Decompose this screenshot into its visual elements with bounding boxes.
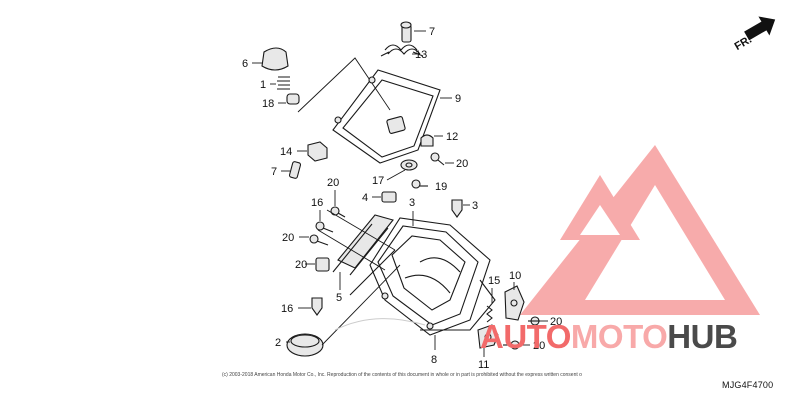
callout-14: 14 [280, 146, 292, 158]
part-screw-20b [330, 206, 346, 218]
callout-1: 1 [260, 79, 266, 91]
part-clip-16b [311, 297, 323, 316]
callout-20e: 20 [550, 316, 562, 328]
diagram-code: MJG4F4700 [722, 380, 774, 390]
callout-9: 9 [455, 93, 461, 105]
callout-20f: 20 [533, 340, 545, 352]
watermark-part-auto: AUTO [480, 318, 571, 355]
part-bracket-12 [420, 134, 434, 147]
callout-20d: 20 [282, 232, 294, 244]
callout-15: 15 [488, 275, 500, 287]
callout-10: 10 [509, 270, 521, 282]
part-collar-18 [286, 93, 300, 105]
callout-16a: 3 [472, 200, 478, 212]
part-front-box [369, 217, 491, 336]
part-screw-20c [315, 221, 334, 233]
callout-16b: 16 [281, 303, 293, 315]
watermark-brand-outline-icon [334, 318, 426, 331]
part-inner-cover [349, 249, 496, 331]
callout-19: 19 [435, 181, 447, 193]
callout-18: 18 [262, 98, 274, 110]
callout-2: 2 [275, 337, 281, 349]
watermark-logo-icon [520, 145, 760, 315]
callout-20a: 20 [456, 158, 468, 170]
part-washer-17 [400, 159, 418, 171]
part-rubber-4b [315, 257, 330, 272]
part-screw-19 [411, 179, 428, 189]
part-collar-14 [307, 141, 328, 162]
callout-7a: 7 [429, 26, 435, 38]
copyright-notice: (c) 2003-2018 American Honda Motor Co., … [222, 372, 582, 378]
part-screw-20f [503, 340, 520, 350]
callout-3-text: 3 [409, 197, 416, 209]
callout-20b: 20 [327, 177, 339, 189]
part-torsion-spring [380, 44, 424, 57]
callout-17: 17 [372, 175, 384, 187]
watermark-wordmark: AUTOMOTOHUB [480, 318, 738, 356]
part-hinge-bracket [332, 214, 394, 276]
callout-4b: 20 [295, 259, 307, 271]
part-knob [261, 47, 289, 71]
callout-13: 13 [415, 49, 427, 61]
part-screw-20e [528, 316, 540, 326]
part-latch-10 [504, 285, 525, 321]
part-clip-16a [451, 199, 463, 218]
part-lock-11 [477, 324, 499, 349]
callout-5: 5 [336, 292, 342, 304]
part-spring-15 [486, 305, 493, 323]
part-screw-20d [309, 234, 329, 246]
forward-direction-arrow-icon [744, 16, 776, 41]
part-rubber-4a [381, 191, 397, 203]
watermark-part-moto: MOTO [570, 318, 668, 355]
callout-12: 12 [446, 131, 458, 143]
part-lid [332, 69, 441, 164]
part-pin-lower [288, 161, 302, 179]
callout-4a: 4 [362, 192, 368, 204]
callout-7b: 7 [271, 166, 277, 178]
part-screw-20a [430, 152, 445, 166]
callout-20c: 16 [311, 197, 323, 209]
part-pin-top [400, 21, 412, 43]
callout-6: 6 [242, 58, 248, 70]
part-coil-spring [277, 76, 290, 90]
callout-11: 11 [478, 359, 489, 371]
callout-8: 8 [431, 354, 437, 366]
watermark-part-hub: HUB [667, 318, 738, 355]
part-cap-2 [286, 333, 324, 357]
